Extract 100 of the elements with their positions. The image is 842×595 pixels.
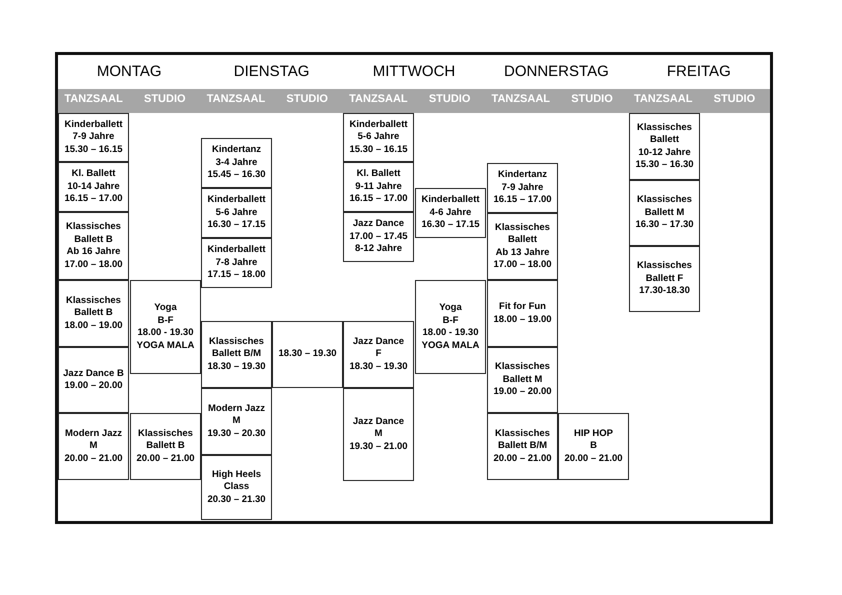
- class-info-text: Klassisches Ballett B: [137, 428, 194, 453]
- class-info-text: Klassisches Ballett: [494, 222, 551, 246]
- class-info-text: 16.30 – 17.30: [634, 219, 695, 232]
- class-info-text: Klassisches Ballett B/M: [208, 336, 265, 361]
- class-info-text: 7-9 Jahre: [72, 131, 116, 144]
- class-info-text: Klassisches Ballett B/M: [494, 428, 551, 453]
- class-info-text: 18.00 - 19.30: [136, 327, 194, 340]
- class-box: [130, 280, 201, 374]
- day-heading: FREITAG: [666, 63, 732, 80]
- class-info-text: 9-11 Jahre: [354, 180, 403, 194]
- class-info-text: 17.00 – 18.00: [63, 258, 124, 271]
- class-info-text: 5-6 Jahre: [214, 206, 258, 220]
- class-box: [343, 162, 414, 212]
- class-info-text: 15.45 – 16.30: [206, 169, 267, 182]
- class-info-text: Jazz Dance B: [62, 368, 125, 380]
- class-info-text: 7-8 Jahre: [214, 256, 258, 270]
- class-info-text: 18.00 – 19.00: [492, 314, 553, 326]
- class-info-text: Kindertanz: [210, 144, 262, 157]
- class-info-text: 16.15 – 17.00: [348, 193, 409, 206]
- class-info-text: 20.00 – 21.00: [563, 452, 624, 466]
- class-info-text: 16.15 – 17.00: [492, 194, 553, 207]
- class-info-text: Modern Jazz: [206, 402, 266, 416]
- class-info-text: Ab 13 Jahre: [494, 246, 550, 259]
- class-info-text: M: [232, 415, 242, 428]
- day-heading: DIENSTAG: [232, 63, 310, 80]
- class-info-text: YOGA MALA: [420, 340, 480, 352]
- class-info-text: 15.30 – 16.30: [634, 159, 695, 172]
- class-box: [201, 238, 272, 288]
- class-box: [487, 347, 558, 413]
- class-info-text: 18.30 – 19.30: [206, 360, 267, 374]
- class-info-text: 18.00 - 19.30: [422, 327, 480, 340]
- class-info-text: Jazz Dance: [352, 218, 406, 231]
- room-heading: TANZSAAL: [490, 93, 552, 105]
- class-info-text: 3-4 Jahre: [214, 156, 258, 170]
- class-info-text: Klassisches Ballett F: [636, 260, 693, 286]
- class-info-text: Kindertanz: [496, 169, 548, 182]
- class-info-text: F: [374, 348, 382, 361]
- class-box: [343, 113, 414, 162]
- class-info-text: Klassisches Ballett B: [65, 221, 122, 246]
- class-info-text: High Heels Class: [210, 468, 262, 494]
- class-info-text: 8-12 Jahre: [354, 243, 403, 256]
- class-box: [201, 188, 272, 238]
- class-info-text: 18.30 – 19.30: [348, 360, 409, 374]
- class-info-text: 19.00 – 20.00: [492, 386, 553, 399]
- class-info-text: 15.30 – 16.15: [63, 144, 124, 156]
- class-info-text: Kl. Ballett: [70, 168, 116, 181]
- room-heading: TANZSAAL: [348, 93, 409, 105]
- room-heading: STUDIO: [285, 93, 329, 105]
- class-box: [343, 212, 414, 262]
- class-box: [629, 180, 700, 246]
- class-box: [415, 188, 486, 238]
- class-info-text: 17.15 – 18.00: [206, 269, 267, 282]
- class-info-text: B-F: [156, 314, 174, 327]
- class-info-text: 17.30-18.30: [638, 285, 691, 298]
- class-info-text: Kinderballett: [206, 244, 267, 257]
- class-info-text: B-F: [442, 314, 460, 327]
- class-box: [487, 213, 558, 280]
- class-box: [58, 212, 129, 280]
- class-info-text: YOGA MALA: [136, 340, 196, 352]
- class-info-text: Kinderballett: [348, 118, 409, 132]
- class-box: [201, 138, 272, 188]
- class-info-text: Klassisches Ballett M: [636, 194, 693, 220]
- class-info-text: Klassisches Ballett M: [494, 361, 551, 386]
- room-heading: STUDIO: [712, 93, 756, 105]
- class-info-text: 16.15 – 17.00: [63, 193, 124, 206]
- class-box: [58, 280, 129, 347]
- class-info-text: Jazz Dance: [352, 336, 406, 348]
- class-box: [58, 162, 129, 212]
- class-info-text: Kl. Ballett: [356, 168, 402, 181]
- day-heading: DONNERSTAG: [503, 63, 610, 80]
- class-info-text: 10-14 Jahre: [66, 180, 121, 194]
- class-box: [130, 413, 201, 480]
- class-info-text: M: [374, 428, 384, 441]
- class-box: [58, 413, 129, 480]
- class-info-text: 17.00 – 17.45: [348, 230, 409, 244]
- class-box: [629, 113, 700, 180]
- class-box: [58, 113, 129, 162]
- class-box: [558, 413, 629, 480]
- class-info-text: B: [589, 440, 598, 453]
- class-box: [343, 388, 414, 481]
- class-info-text: Fit for Fun: [498, 301, 547, 314]
- class-info-text: 10-12 Jahre: [637, 146, 692, 159]
- class-info-text: Klassisches Ballett: [636, 122, 693, 146]
- class-box: [343, 321, 414, 388]
- class-box: [201, 321, 272, 388]
- class-info-text: Kinderballett: [206, 194, 267, 207]
- class-info-text: Kinderballett: [420, 194, 481, 207]
- room-heading: TANZSAAL: [63, 93, 124, 105]
- room-heading: STUDIO: [570, 93, 614, 105]
- class-info-text: HIP HOP: [573, 428, 614, 440]
- class-info-text: 7-9 Jahre: [500, 182, 544, 194]
- class-box: [487, 280, 558, 347]
- class-box: [487, 163, 558, 213]
- class-info-text: 15.30 – 16.15: [348, 144, 409, 156]
- class-box: [487, 413, 558, 480]
- room-heading: STUDIO: [143, 93, 187, 105]
- class-info-text: 18.30 – 19.30: [277, 348, 338, 361]
- day-heading: MITTWOCH: [372, 63, 456, 80]
- class-info-text: Jazz Dance: [352, 416, 406, 428]
- class-info-text: 18.00 – 19.00: [63, 320, 124, 332]
